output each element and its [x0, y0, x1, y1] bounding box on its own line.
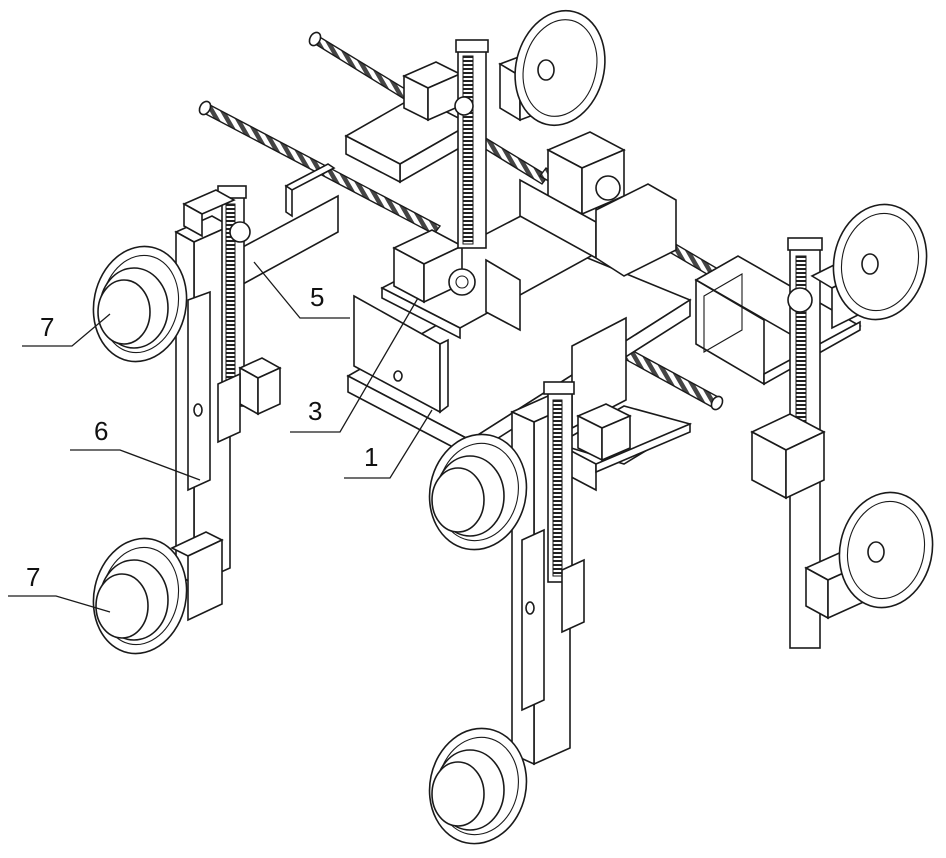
label-part-7-upper: 7	[40, 312, 54, 342]
label-part-6: 6	[94, 416, 108, 446]
rack-top	[455, 40, 488, 248]
label-part-7-lower: 7	[26, 562, 40, 592]
right-motor-lower	[752, 414, 824, 498]
front-bracket	[558, 318, 690, 490]
label-part-3: 3	[308, 396, 322, 426]
label-part-5: 5	[310, 282, 324, 312]
label-part-1: 1	[364, 442, 378, 472]
bracket-top	[346, 62, 470, 182]
